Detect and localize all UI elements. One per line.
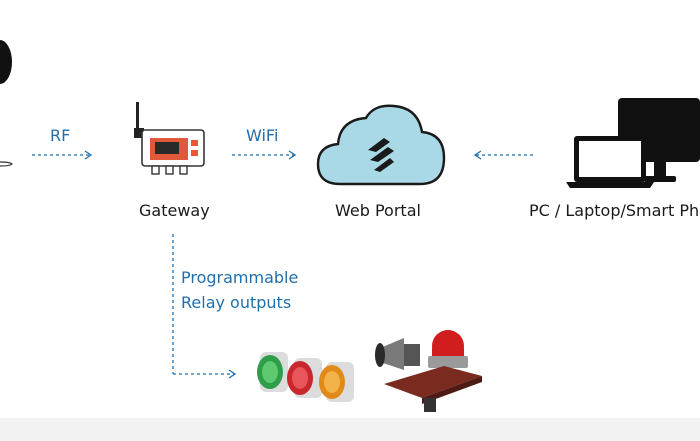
relay-connector [172, 234, 237, 379]
devices-arrow [473, 150, 536, 160]
sensor-device-icon [0, 40, 13, 167]
web-portal-label: Web Portal [335, 201, 421, 220]
rf-label: RF [50, 126, 71, 145]
wifi-label: WiFi [246, 126, 279, 145]
cloud-icon [316, 104, 446, 186]
wifi-arrow [232, 150, 297, 160]
laptop-monitor-icon [566, 98, 700, 188]
relay-label-line2: Relay outputs [181, 293, 292, 312]
gateway-device-icon [134, 102, 205, 175]
footer-band [0, 418, 700, 441]
devices-label: PC / Laptop/Smart Ph [529, 201, 700, 220]
indicator-lights-icon [257, 352, 354, 402]
siren-horn-icon [375, 330, 482, 412]
relay-label-line1: Programmable [181, 268, 299, 287]
rf-arrow [32, 150, 93, 160]
gateway-label: Gateway [139, 201, 210, 220]
